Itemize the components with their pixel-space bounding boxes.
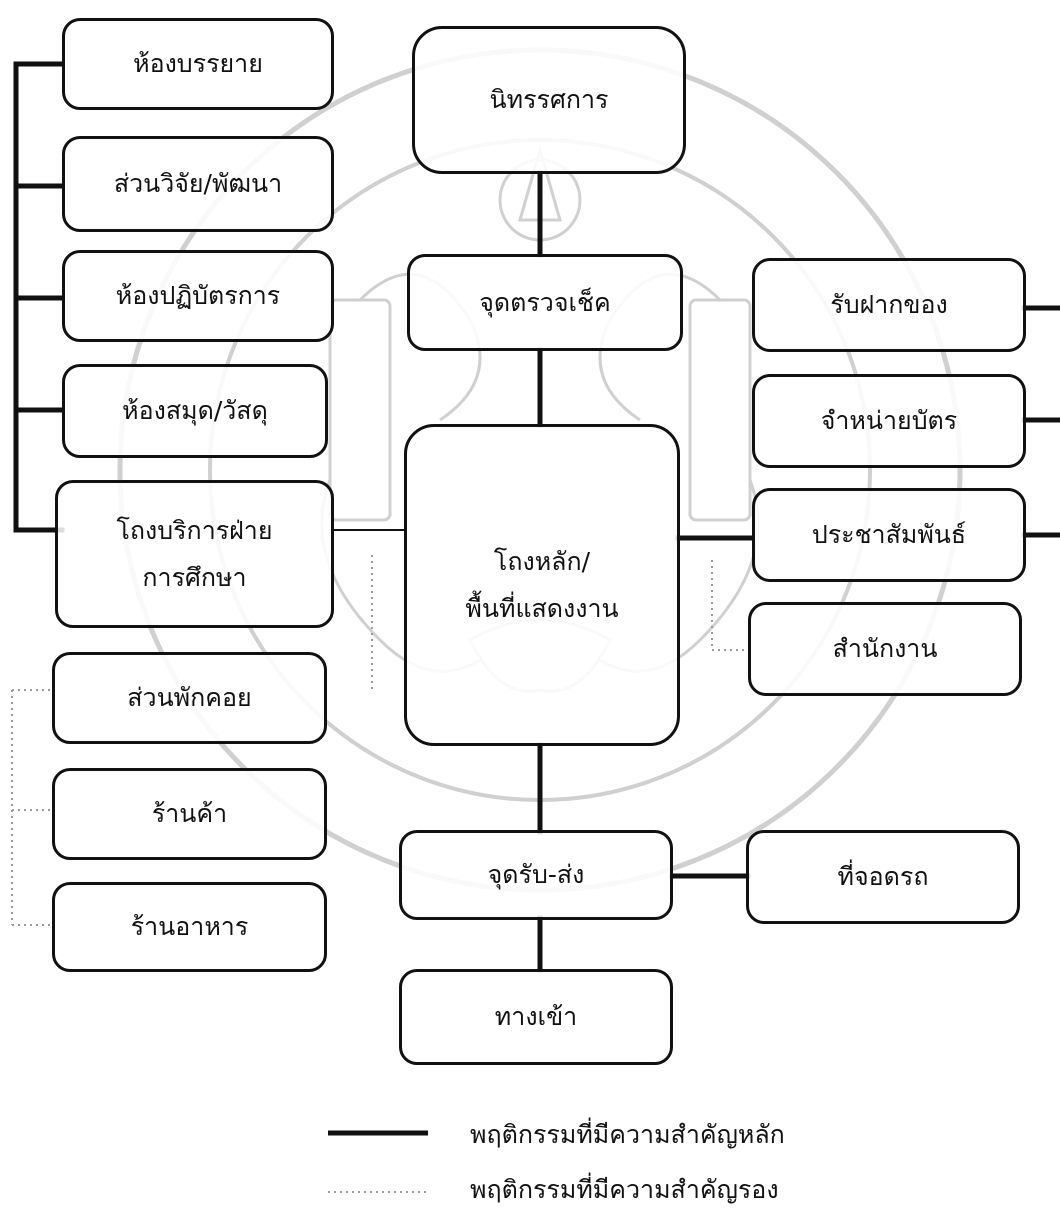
node-entrance: ทางเข้า <box>399 969 673 1065</box>
node-label: ห้องสมุด/วัสดุ <box>122 396 268 426</box>
primary-links <box>13 61 1060 973</box>
node-label: ประชาสัมพันธ์ <box>811 520 967 550</box>
node-label-line1: โถงหลัก/ <box>493 546 591 576</box>
node-exhibition: นิทรรศการ <box>412 26 686 174</box>
node-label: จุดตรวจเช็ค <box>479 287 611 317</box>
node-label: ทางเข้า <box>494 1002 578 1032</box>
node-label: รับฝากของ <box>830 290 948 320</box>
node-restaurant: ร้านอาหาร <box>52 882 327 972</box>
legend-primary-label: พฤติกรรมที่มีความสำคัญหลัก <box>470 1120 785 1149</box>
node-cloakroom: รับฝากของ <box>752 258 1026 352</box>
node-label: สำนักงาน <box>832 634 938 664</box>
legend-lines <box>328 1130 428 1193</box>
node-label: ร้านอาหาร <box>130 912 249 942</box>
node-lecture-room: ห้องบรรยาย <box>62 18 334 110</box>
node-label: ส่วนวิจัย/พัฒนา <box>113 169 283 199</box>
node-ticketing: จำหน่ายบัตร <box>752 374 1026 468</box>
node-shop: ร้านค้า <box>52 768 327 860</box>
node-research: ส่วนวิจัย/พัฒนา <box>62 136 334 232</box>
node-label-line1: โถงบริการฝ่าย <box>116 515 273 545</box>
node-label-line2: พื้นที่แสดงงาน <box>465 594 619 623</box>
node-label: ห้องบรรยาย <box>133 49 263 79</box>
node-education-service-hall: โถงบริการฝ่าย การศึกษา <box>55 480 334 628</box>
node-checkpoint: จุดตรวจเช็ค <box>407 254 683 351</box>
node-public-relations: ประชาสัมพันธ์ <box>752 488 1026 582</box>
node-label: นิทรรศการ <box>489 85 609 115</box>
node-label: ส่วนพักคอย <box>127 683 252 713</box>
legend-secondary-label: พฤติกรรมที่มีความสำคัญรอง <box>470 1175 779 1204</box>
node-office: สำนักงาน <box>748 602 1022 696</box>
node-label: ร้านค้า <box>151 799 228 829</box>
node-label: ห้องปฏิบัตรการ <box>115 281 281 311</box>
node-label: ที่จอดรถ <box>837 862 929 892</box>
node-library: ห้องสมุด/วัสดุ <box>62 364 328 458</box>
node-lab: ห้องปฏิบัตรการ <box>62 250 334 342</box>
node-dropoff: จุดรับ-ส่ง <box>399 830 673 920</box>
node-parking: ที่จอดรถ <box>746 830 1020 924</box>
node-label-line2: การศึกษา <box>142 563 247 592</box>
node-main-hall: โถงหลัก/ พื้นที่แสดงงาน <box>404 424 680 746</box>
node-label: จุดรับ-ส่ง <box>487 860 585 890</box>
dotted-links <box>11 555 748 926</box>
node-label: จำหน่ายบัตร <box>820 406 958 436</box>
node-rest-area: ส่วนพักคอย <box>52 652 327 744</box>
